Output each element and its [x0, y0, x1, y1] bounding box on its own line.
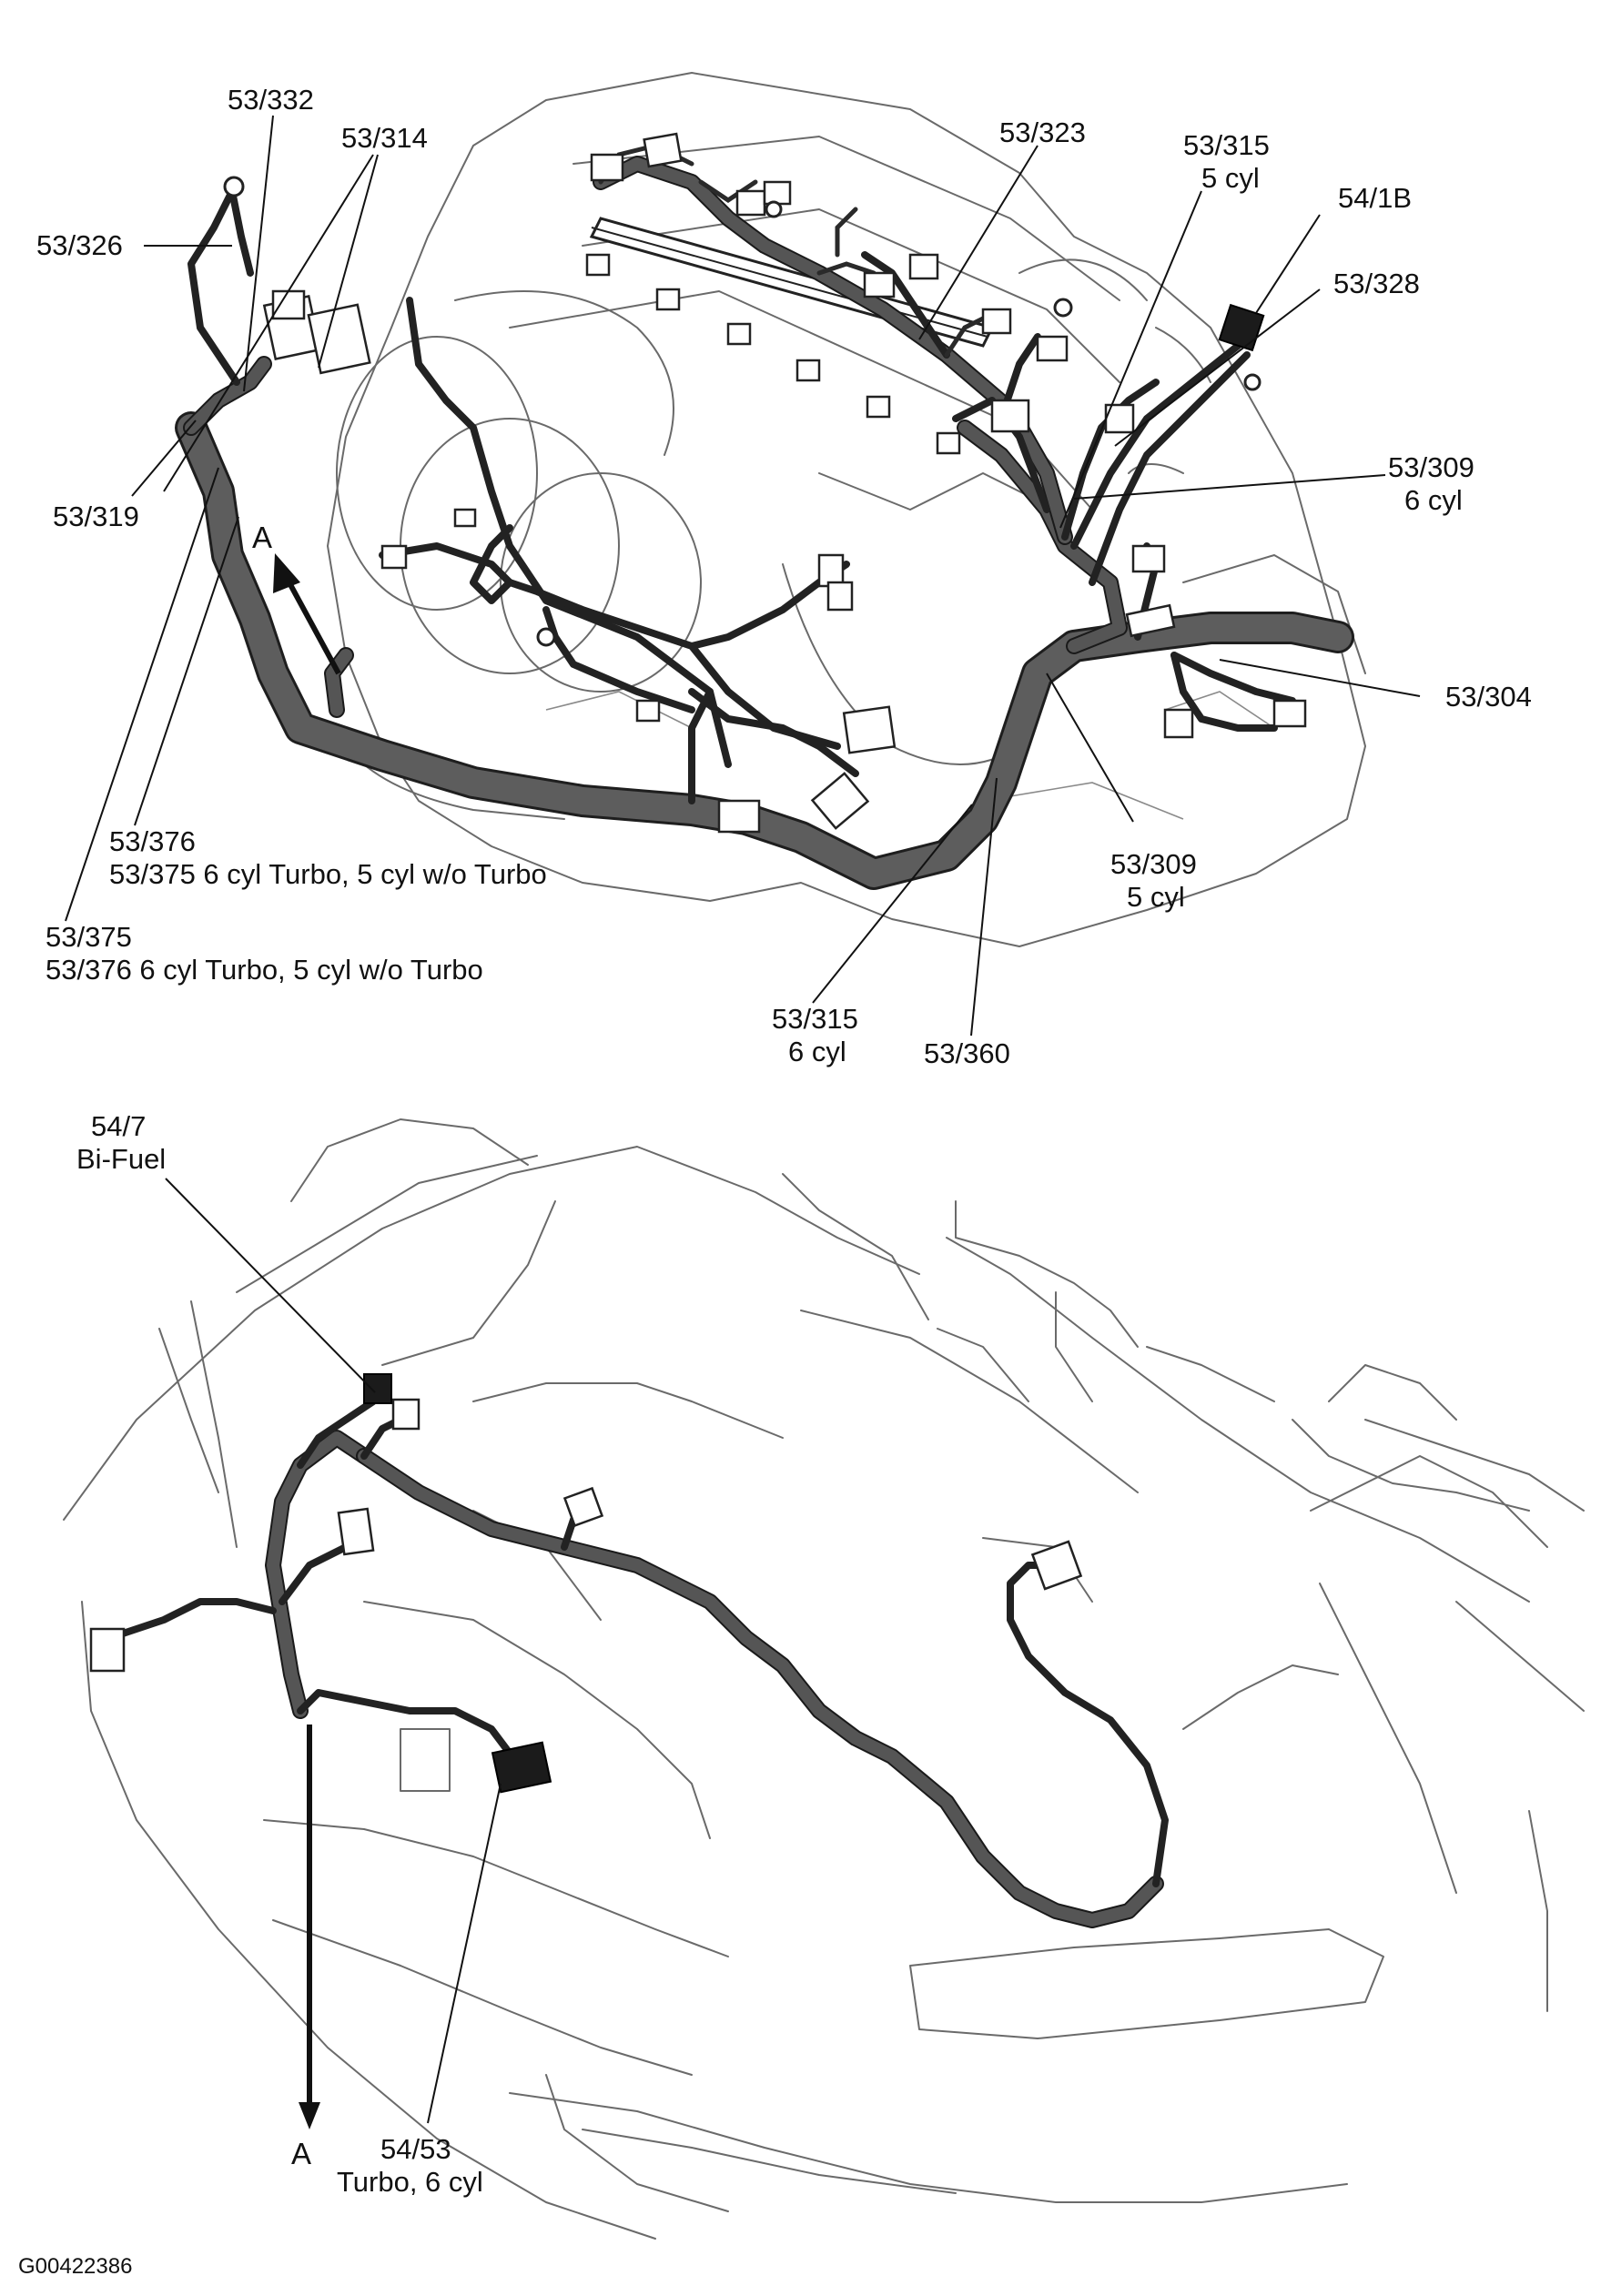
- callout-53-332: 53/332: [228, 84, 314, 116]
- callout-54-1b: 54/1B: [1338, 182, 1412, 214]
- arrow-a-top: A: [252, 521, 341, 675]
- engine-illustration: [262, 72, 1366, 947]
- callout-53-315-5cyl: 53/315 5 cyl: [1183, 129, 1277, 194]
- callout-53-376: 53/376 53/375 6 cyl Turbo, 5 cyl w/o Tur…: [109, 825, 547, 890]
- callout-54-53-turbo-6cyl: 54/53 Turbo, 6 cyl: [337, 2133, 483, 2198]
- callout-53-319: 53/319: [53, 501, 139, 532]
- top-leader-lines: [65, 115, 1421, 1037]
- callout-labels: 53/332 53/314 53/326 53/323 53/315 5 cyl…: [18, 84, 1532, 2279]
- figure-id: G00422386: [18, 2254, 132, 2279]
- callout-53-360: 53/360: [924, 1037, 1010, 1069]
- callout-53-314: 53/314: [341, 122, 428, 154]
- engine-wiring-harness: [175, 143, 1354, 890]
- callout-53-323: 53/323: [999, 116, 1086, 148]
- callout-53-328: 53/328: [1333, 268, 1420, 299]
- callout-53-326: 53/326: [36, 229, 123, 261]
- callout-53-315-6cyl: 53/315 6 cyl: [772, 1003, 866, 1067]
- front-wiring-harness: [89, 1373, 1169, 1928]
- arrow-a-top-label: A: [252, 521, 272, 554]
- callout-53-309-5cyl: 53/309 5 cyl: [1110, 848, 1204, 913]
- callout-53-375: 53/375 53/376 6 cyl Turbo, 5 cyl w/o Tur…: [46, 921, 483, 986]
- vehicle-front-illustration: [63, 1118, 1585, 2240]
- arrow-a-bottom: A: [291, 1725, 320, 2170]
- bottom-leader-lines: [165, 1178, 502, 2124]
- engine-connectors: [223, 132, 1307, 834]
- callout-53-309-6cyl: 53/309 6 cyl: [1388, 451, 1482, 516]
- arrow-a-bottom-label: A: [291, 2137, 311, 2170]
- callout-53-304: 53/304: [1445, 681, 1532, 713]
- callout-54-7-bi-fuel: 54/7 Bi-Fuel: [76, 1110, 166, 1175]
